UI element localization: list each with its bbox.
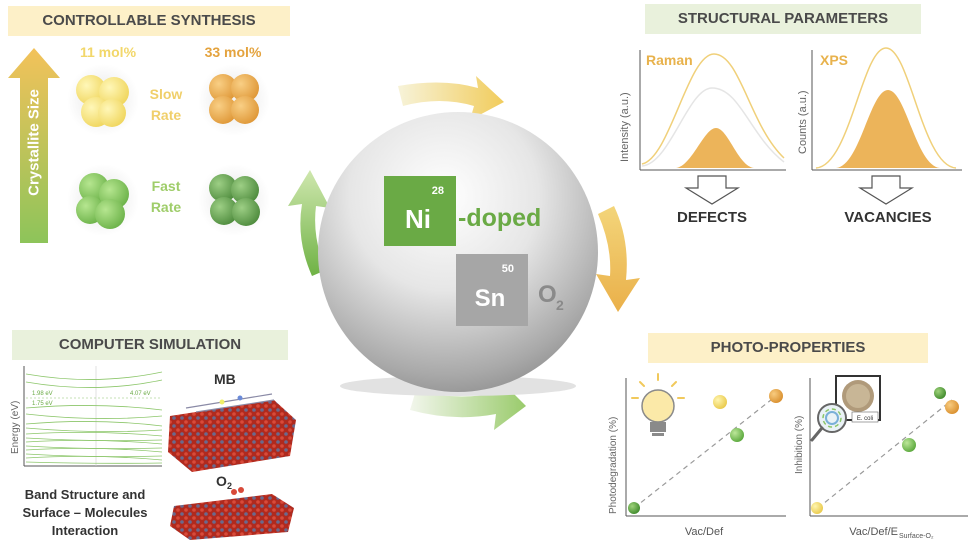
arrow-right [596, 206, 640, 312]
o2-surface-slab [170, 494, 294, 540]
structural-panel: Raman Intensity (a.u.) XPS Counts (a.u.) [619, 47, 962, 205]
ni-symbol: Ni [405, 204, 431, 234]
o2-subscript: 2 [556, 297, 564, 313]
right-xlabel: Vac/Def/E [849, 526, 898, 538]
synthesis-title: CONTROLLABLE SYNTHESIS [8, 6, 290, 36]
right-dot-yellow [811, 502, 823, 514]
band-structure-plot: 1.98 eV 1.75 eV 4.07 eV Energy (eV) [10, 366, 163, 467]
structural-title: STRUCTURAL PARAMETERS [645, 4, 921, 34]
sphere [318, 112, 598, 392]
gap-label-1: 1.98 eV [32, 391, 53, 397]
orange-particle-cluster [209, 74, 259, 124]
arrow-bottom [410, 378, 526, 430]
mb-surface-slab [168, 400, 296, 472]
lightbulb-icon [631, 373, 685, 436]
left-dot-darkgreen [628, 502, 640, 514]
xps-ylabel: Counts (a.u.) [797, 90, 809, 154]
vacancies-arrow [857, 175, 915, 205]
band-ylabel: Energy (eV) [10, 401, 21, 454]
vacancies-label: VACANCIES [844, 209, 932, 226]
sn-symbol: Sn [475, 285, 506, 312]
gap-label-2: 1.75 eV [32, 401, 53, 407]
right-dot-darkgreen [934, 387, 946, 399]
fast-rate-label: Fast Rate [150, 178, 182, 215]
crystallite-size-label: Crystallite Size [25, 89, 43, 196]
raman-ylabel: Intensity (a.u.) [619, 92, 631, 162]
ecoli-label: E. coli [857, 416, 873, 422]
ni-element-box [384, 176, 456, 246]
conc-low-label: 11 mol% [79, 44, 137, 60]
inhibition-ylabel: Inhibition (%) [794, 416, 805, 474]
raman-defect-peak [676, 128, 754, 168]
gap-label-3: 4.07 eV [130, 391, 151, 397]
left-dot-green [730, 428, 744, 442]
yellow-particle-cluster [76, 75, 129, 127]
arrow-left [288, 170, 330, 276]
right-dot-orange [945, 400, 959, 414]
arrow-top [398, 76, 504, 120]
doped-label: -doped [458, 204, 541, 232]
green-particle-cluster [76, 173, 129, 229]
left-dot-yellow [713, 395, 727, 409]
crystallite-arrow [8, 48, 60, 243]
simulation-title: COMPUTER SIMULATION [12, 330, 288, 360]
mb-label: MB [214, 371, 236, 387]
defects-label: DEFECTS [676, 209, 747, 226]
crystallite-size-label-wrap: Crystallite Size [2, 86, 66, 206]
sn-atomic-number: 50 [502, 263, 514, 275]
defects-arrow [683, 175, 741, 205]
conc-high-label: 33 mol% [204, 44, 262, 60]
xps-envelope-curve [815, 47, 957, 169]
left-dot-orange [769, 389, 783, 403]
darkgreen-particle-cluster [209, 174, 260, 226]
xps-vacancy-peak [836, 90, 940, 168]
center-diagram: 28 Ni -doped 50 Sn O 2 [288, 76, 640, 430]
right-xlabel-subscript: Surface-O₂ [899, 533, 934, 540]
photo-title: PHOTO-PROPERTIES [648, 333, 928, 363]
o2-molecule-subscript: 2 [227, 481, 232, 491]
photo-panel: Photodegradation (%) Vac/Def E. coli Inh… [608, 373, 968, 540]
o2-label: O [538, 281, 557, 308]
o2-molecule-label: O [216, 473, 227, 489]
photodegradation-ylabel: Photodegradation (%) [608, 417, 619, 514]
raman-envelope-curve [641, 53, 785, 165]
synthesis-panel [8, 48, 270, 243]
ecoli-magnifier-icon: E. coli [810, 375, 881, 442]
slow-rate-label: Slow Rate [149, 86, 183, 123]
simulation-caption: Band Structure and Surface – Molecules I… [22, 487, 148, 538]
ni-atomic-number: 28 [432, 185, 444, 197]
xps-label: XPS [820, 52, 848, 68]
left-xlabel: Vac/Def [685, 526, 724, 538]
raman-label: Raman [646, 52, 693, 68]
right-dot-green [902, 438, 916, 452]
sn-element-box [456, 254, 528, 326]
molecule-models: MB O 2 [168, 371, 296, 540]
